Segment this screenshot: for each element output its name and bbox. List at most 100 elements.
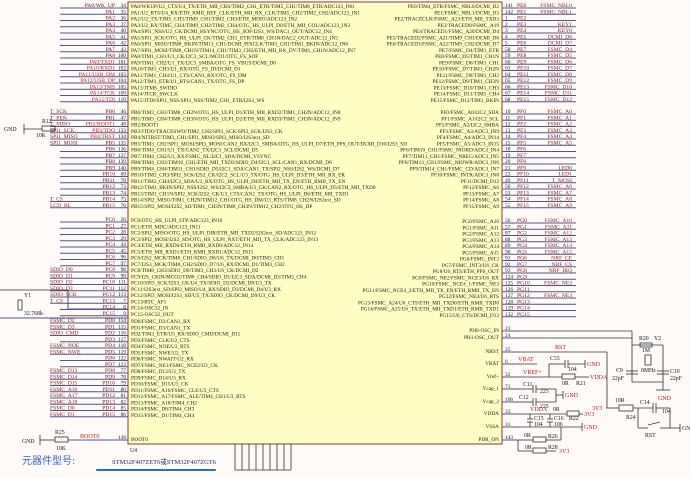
pin-function: PD7/FSMC_NE1/FSMC_NCE2/U2_CK <box>131 363 218 369</box>
r21-label: R21 <box>576 381 586 387</box>
pin-function: PF7/TIM11_CH1/FSMC_NREG/ADC3_IN5 <box>403 154 500 160</box>
pin-name: PD13 <box>102 399 115 405</box>
net-label: SDIO_D2 <box>50 280 73 286</box>
pin-name: PD3 <box>105 337 115 343</box>
net-label: FSMC_A3 <box>547 128 572 134</box>
net-label: FSMC_D11 <box>545 91 572 97</box>
pin-number: 102 <box>118 66 126 72</box>
pin-name: PE1 <box>517 9 527 15</box>
pin-number: 142 <box>505 9 513 15</box>
net-label: SPI1_MISO <box>50 134 78 140</box>
r22-label: R22 <box>569 416 579 422</box>
net-label: FSMC_A16 <box>50 387 78 393</box>
pin-number: 92 <box>505 262 511 268</box>
pin-function: PD6/FSMC_NWAIT/U2_RX <box>131 357 194 363</box>
pin-function: PF9/TIM14_CH1/FSMC_CD/ADC3_IN7 <box>410 166 500 172</box>
net-label: FSMC_D8 <box>547 72 572 78</box>
net-label: FSMC_D4 <box>547 47 572 53</box>
pin-function: PG0/FSMC_A10 <box>462 219 499 225</box>
pin-function: PF14/FSMC_A8 <box>463 198 499 204</box>
pin-name: PD5 <box>105 349 115 355</box>
pin-function: PA4/SPI1_NSS/U2_CK/DCMI_HSYNC/OTG_HS_SOF… <box>131 29 332 35</box>
pin-number: 63 <box>505 66 511 72</box>
pin-function: PE0/TIM4_ETR/FSMC_NBL0/DCMI_D2 <box>408 4 500 10</box>
pin-name: PG4 <box>517 243 527 249</box>
pin-name: PF14 <box>517 197 529 203</box>
pin-function: PE13/FSMC_D10/TIM1_CH3 <box>434 85 500 91</box>
pin-name: PC1 <box>105 223 115 229</box>
pin-name: PF8 <box>517 159 526 165</box>
pin-name: PC14 <box>103 305 116 311</box>
r20-value: 1M <box>642 348 650 354</box>
pin-number: 93 <box>505 268 511 274</box>
pin-name: PD1 <box>105 324 115 330</box>
pin-number: 6 <box>505 359 508 365</box>
net-label: SDIO_D3 <box>50 286 73 292</box>
pin-function: PF11/DCMI_D12 <box>461 179 499 185</box>
pin-name: PE14 <box>517 91 529 97</box>
pin-function: PE12/FSMC_D9/TIM1_CH3N <box>432 79 499 85</box>
pin-number: 74 <box>121 190 127 196</box>
c16-label: C16 <box>554 416 564 422</box>
pin-number: 12 <box>505 122 511 128</box>
c15-label: C15 <box>534 416 544 422</box>
pin-number: 111 <box>118 280 126 286</box>
c14-value: 104 <box>662 409 671 415</box>
pin-function: PA3/U2_RX/TIM5_CH4/TIM9_CH2/TIM2_CH4/OTG… <box>131 23 350 29</box>
pin-number: 36 <box>121 16 127 22</box>
pin-function: PC12/SPI3_MOSI/I2S3_SD/U5_TX/SDIO_CK/DCM… <box>131 293 275 299</box>
pin-number: 75 <box>121 197 127 203</box>
net-label: NRF_CE <box>551 256 572 262</box>
pin-function: PG9/FSMC_NE2/FSMC_NCE3/U6_RX <box>412 275 499 281</box>
pin-function: PB3/JTDO/TRACESWO/TIM2_CH2/SPI1_SCK/SPI3… <box>131 129 283 135</box>
c33-label: C33 <box>550 356 560 362</box>
net-label: T_MOSI <box>552 178 572 184</box>
net-label: FSMC_A18 <box>50 399 78 405</box>
pin-number: 22 <box>505 172 511 178</box>
pin-name: PC10 <box>103 280 116 286</box>
net-label: DCMI_D7 <box>548 41 572 47</box>
pin-function: PC9/I2S_CKIN/MCO2/TIM8_CH4/SDIO_D1/I2C3_… <box>131 274 307 280</box>
pin-number: 41 <box>121 34 127 40</box>
pin-number: 86 <box>121 412 127 418</box>
pin-function: PG15/U6_CTS/DCMI_D13 <box>440 313 500 319</box>
pin-number: 66 <box>505 84 511 90</box>
pin-number: 132 <box>505 312 513 318</box>
pin-function: Vcap_2 <box>483 399 500 405</box>
pin-name: PF4 <box>517 134 526 140</box>
pin-number: 79 <box>121 381 127 387</box>
pin-function: PD0/FSMC_D2/CAN1_RX <box>131 319 191 325</box>
pin-name: PF13 <box>517 190 529 196</box>
pin-name: PE8 <box>517 53 527 59</box>
pin-number: 5 <box>505 41 508 47</box>
pin-name: PC6 <box>105 255 115 261</box>
pin-number: 78 <box>121 374 127 380</box>
pin-function: PA15/JTDI/SPI1_NSS/SPI3_NSS/TIM2_CH1_ETR… <box>131 98 264 104</box>
pin-number: 44 <box>121 242 127 248</box>
net-label: KEY0 <box>558 28 572 34</box>
pin-function: PC8/TIM8_CH3/SDIO_D0/TIM3_CH3/U6_CK/DCMI… <box>131 268 259 274</box>
net-label: LED0 <box>558 165 572 171</box>
pin-function: PB4/NJTRST/TIM3_CH1/SPI1_MISO/SPI3_MISO/… <box>131 135 270 141</box>
pin-number: 117 <box>118 337 126 343</box>
r24-value: 10R <box>615 398 625 404</box>
pin-name: PC15 <box>103 311 116 317</box>
pin-function: PG8/U6_RTS/ETH_PPS_OUT <box>433 269 500 275</box>
pin-function: PC2/SPI2_MISO/OTG_HS_ULPI_DIR/ETH_MII_TX… <box>131 231 316 237</box>
y1-value: 32.768k <box>24 311 43 317</box>
pin-number: 87 <box>505 231 511 237</box>
net-label: FSMC_A0 <box>547 109 572 115</box>
pin-function: PD13/FSMC_A18/TIM4_CH2 <box>131 400 197 406</box>
net-label: FSMC_A14 <box>545 243 573 249</box>
c12-label: C12 <box>519 395 529 401</box>
net-label: FSMC_D7 <box>547 66 572 72</box>
pin-number: 37 <box>121 22 127 28</box>
chip-reference: U4 <box>130 448 137 454</box>
pin-function: PB11/TIM2_CH4/I2C2_SDA/U3_RX/OTG_HS_ULPI… <box>131 179 345 185</box>
pin-number: 80 <box>121 387 127 393</box>
pin-number: 105 <box>118 84 126 90</box>
pin-function: PF8/TIM13_CH1/FSMC_NIOWR/ADC3_IN6 <box>399 160 499 166</box>
pin-name: PF6 <box>517 147 526 153</box>
pin-name: PC9 <box>105 273 115 279</box>
